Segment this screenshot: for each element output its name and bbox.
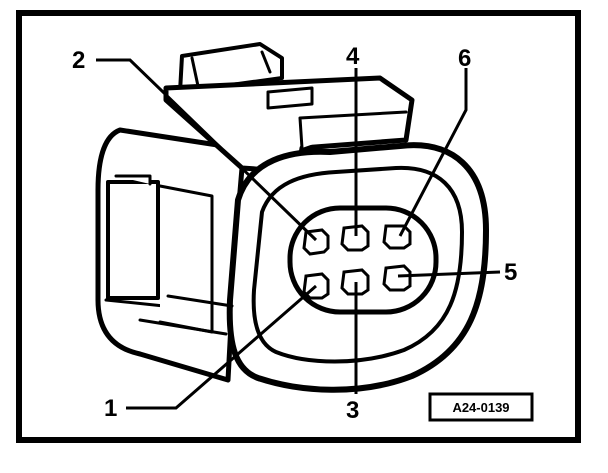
leader-line-2 — [96, 58, 318, 242]
pin-cavity-5 — [382, 264, 412, 292]
leader-line-6 — [398, 68, 468, 237]
callout-3: 3 — [346, 397, 359, 424]
callout-1: 1 — [104, 395, 117, 422]
leader-line-1 — [126, 284, 317, 410]
callout-4: 4 — [346, 43, 360, 70]
callout-2: 2 — [72, 47, 85, 74]
figure-ref-box: A24-0139 — [428, 392, 534, 422]
leader-line-5 — [397, 270, 501, 278]
callout-5: 5 — [504, 259, 517, 286]
connector-housing — [95, 42, 489, 393]
callout-6: 6 — [458, 45, 471, 72]
pin-cavity-6 — [382, 224, 412, 250]
pin-cavity-4 — [340, 224, 370, 252]
figure-ref-label: A24-0139 — [452, 400, 509, 415]
leader-lines — [96, 58, 501, 410]
